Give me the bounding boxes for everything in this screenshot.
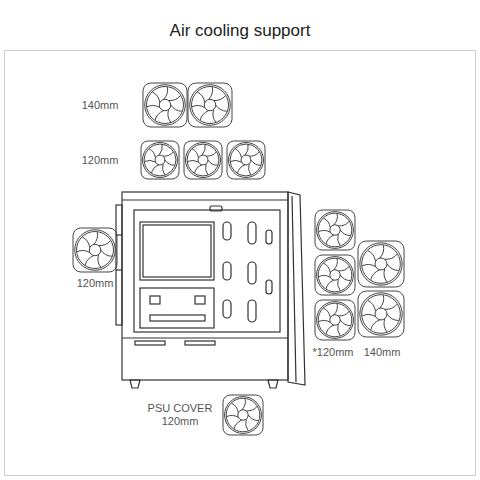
fan	[188, 83, 232, 127]
fans	[73, 83, 404, 435]
fan	[223, 395, 263, 435]
title: Air cooling support	[170, 21, 311, 41]
fan	[315, 210, 355, 250]
fan	[141, 141, 179, 179]
fan	[227, 141, 265, 179]
fan	[184, 141, 222, 179]
fan	[358, 241, 404, 287]
size-label: 140mm	[82, 99, 119, 112]
fan	[358, 291, 404, 337]
size-label: 120mm	[162, 415, 199, 428]
fan	[143, 83, 187, 127]
size-label: PSU COVER	[148, 402, 213, 415]
fan	[73, 228, 117, 272]
size-label: 140mm	[364, 346, 401, 359]
pc-case	[116, 192, 305, 388]
size-label: 120mm	[77, 277, 114, 290]
size-label: 120mm	[82, 154, 119, 167]
size-label: *120mm	[313, 346, 354, 359]
fan	[315, 255, 355, 295]
fan	[315, 300, 355, 340]
frame	[5, 51, 476, 476]
